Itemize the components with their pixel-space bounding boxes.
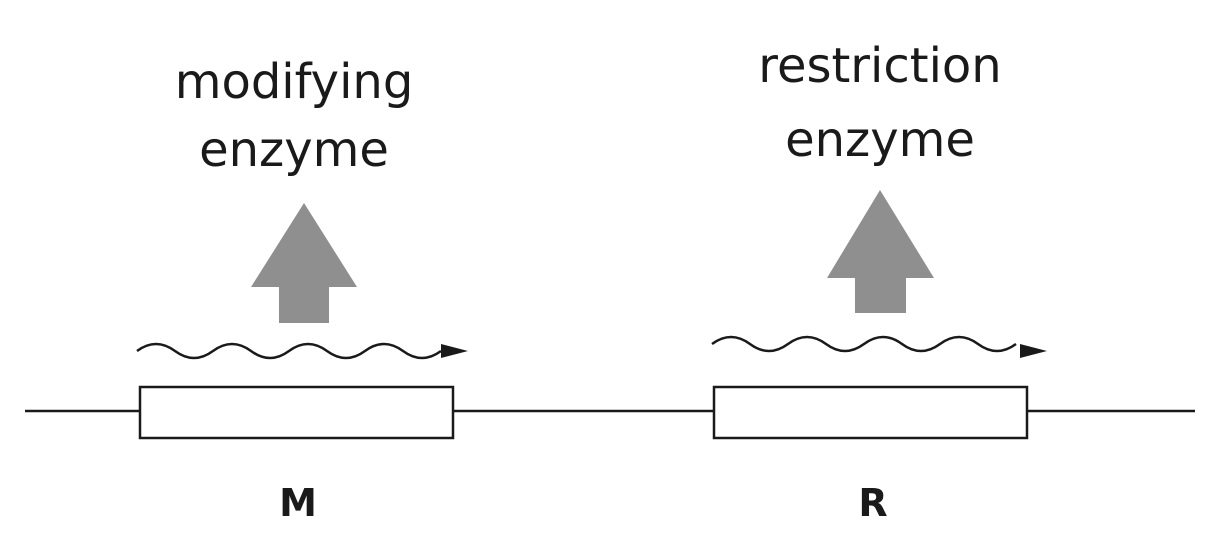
gene-r-box [712, 385, 1029, 440]
gene-r-name: R [858, 481, 888, 525]
transcript-m-wave [136, 342, 442, 360]
product-r-up-arrow [827, 190, 934, 313]
transcript-r-wave [711, 335, 1017, 353]
product-r-label-line1: restriction [758, 38, 1002, 94]
product-r-label-line2: enzyme [785, 112, 975, 168]
product-m-up-arrow [251, 203, 357, 323]
transcript-r-arrowhead [1020, 344, 1047, 358]
gene-m-box [138, 385, 455, 440]
transcript-m-arrowhead [441, 344, 468, 358]
product-m-label-line2: enzyme [199, 122, 389, 178]
gene-m-name: M [279, 481, 317, 525]
product-m-label-line1: modifying [174, 54, 414, 110]
